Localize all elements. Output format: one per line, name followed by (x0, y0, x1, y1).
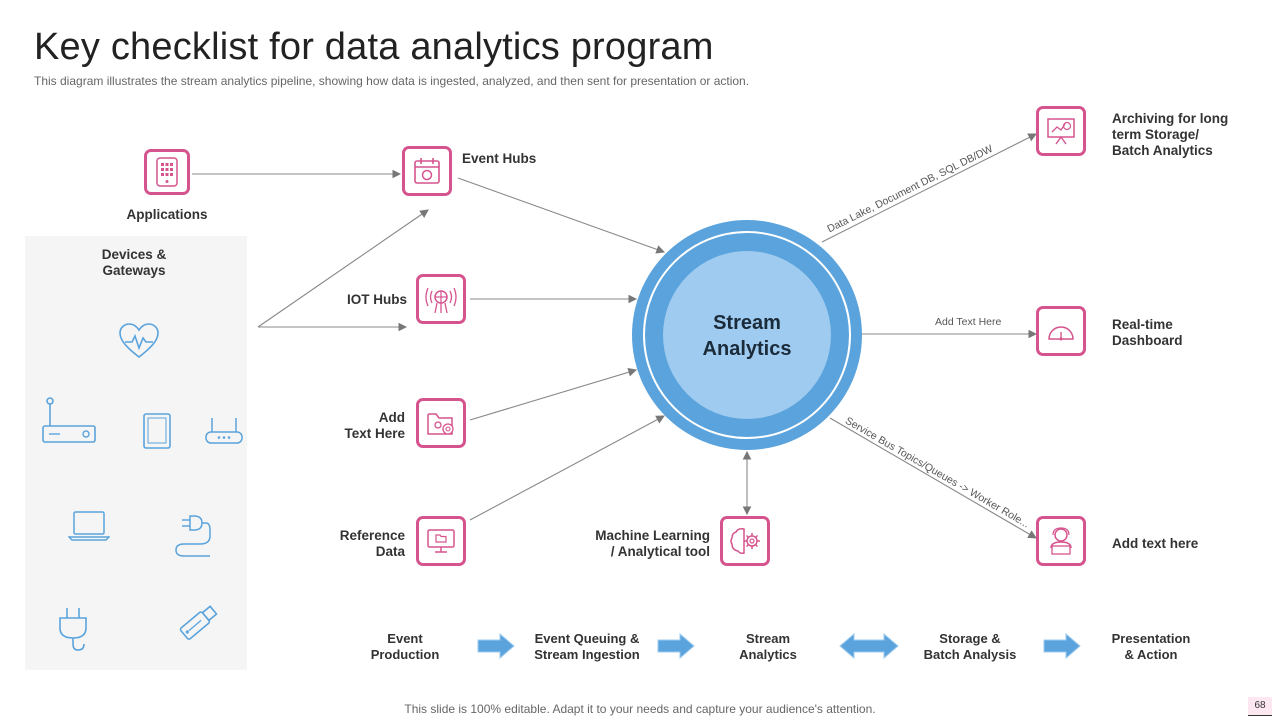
line-eventhubs-to-center (457, 177, 666, 254)
presentation-chart-icon (1047, 118, 1075, 145)
archiving-node[interactable] (1036, 106, 1086, 156)
wifi-router-icon (205, 418, 243, 444)
iot-chip-icon (425, 287, 457, 314)
applications-label: Applications (126, 207, 208, 222)
stream-analytics-label: Stream Analytics (702, 312, 792, 360)
machine-learning-label: Machine Learning / Analytical tool (595, 528, 710, 559)
line-addtext-to-center (469, 368, 638, 421)
line-center-to-archive (821, 133, 1037, 243)
machine-learning-node[interactable] (720, 516, 770, 566)
stream-analytics-circle (632, 220, 862, 450)
line-devices-to-eventhubs (257, 209, 429, 328)
folder-user-icon (427, 413, 454, 435)
applications-node[interactable] (144, 149, 190, 195)
line-center-to-addtext (829, 417, 1037, 539)
add-text-node[interactable] (416, 398, 466, 448)
add-text-label: Add Text Here (344, 410, 405, 441)
devices-gateways-label: Devices & Gateways (101, 247, 167, 278)
plug-cable-icon (175, 515, 211, 557)
iot-hubs-node[interactable] (416, 274, 466, 324)
flow-step-stream-analytics: Stream Analytics (739, 631, 797, 662)
line-reference-to-center (469, 415, 665, 521)
user-laptop-icon (1050, 527, 1072, 555)
devices-panel (25, 236, 247, 670)
flow-arrow-icon (1043, 632, 1081, 660)
iot-hubs-label: IOT Hubs (347, 292, 407, 307)
power-plug-icon (59, 608, 87, 651)
add-text-output-node[interactable] (1036, 516, 1086, 566)
event-hubs-label: Event Hubs (462, 151, 537, 166)
footer-text: This slide is 100% editable. Adapt it to… (404, 702, 876, 716)
page-subtitle: This diagram illustrates the stream anal… (34, 74, 750, 88)
archiving-label: Archiving for long term Storage/ Batch A… (1112, 111, 1229, 158)
tablet-icon (143, 413, 171, 449)
edge-label-realtime: Add Text Here (935, 316, 1002, 328)
flow-double-arrow-icon (839, 632, 899, 660)
flow-step-presentation: Presentation & Action (1111, 631, 1191, 662)
monitor-folder-icon (427, 529, 455, 553)
event-hubs-node[interactable] (402, 146, 452, 196)
page-title: Key checklist for data analytics program (34, 26, 714, 68)
flow-step-event-production: Event Production (370, 631, 440, 662)
brain-gear-icon (730, 528, 760, 554)
laptop-icon (68, 511, 110, 541)
realtime-dashboard-node[interactable] (1036, 306, 1086, 356)
flow-step-storage: Storage & Batch Analysis (923, 631, 1017, 662)
flow-arrow-icon (477, 632, 515, 660)
calendar-icon (414, 158, 440, 184)
add-text-output-label: Add text here (1112, 536, 1199, 551)
realtime-dashboard-label: Real-time Dashboard (1112, 317, 1183, 348)
router-icon (42, 397, 96, 443)
heart-monitor-icon (119, 323, 159, 359)
reference-data-node[interactable] (416, 516, 466, 566)
phone-app-icon (156, 157, 178, 187)
usb-stick-icon (179, 605, 218, 640)
flow-step-event-queuing: Event Queuing & Stream Ingestion (534, 631, 640, 662)
gauge-icon (1048, 326, 1074, 341)
flow-arrow-icon (657, 632, 695, 660)
page-number: 68 (1248, 697, 1272, 716)
reference-data-label: Reference Data (339, 528, 405, 559)
